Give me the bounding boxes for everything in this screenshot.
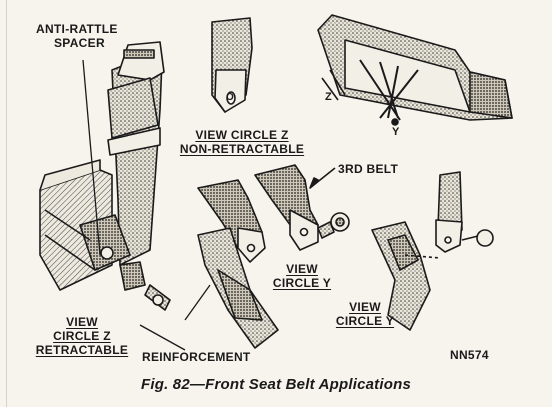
seat-frame-view (317, 14, 513, 126)
marker-circle-z: Z (325, 91, 333, 103)
label-view-circle-z-line1: VIEW CIRCLE Z (195, 128, 289, 142)
label-view-circle-y-right: VIEW CIRCLE Y (330, 300, 400, 328)
label-view-circle-z-nonretractable: VIEW CIRCLE Z NON-RETRACTABLE (172, 128, 312, 156)
label-anti-rattle-line2: SPACER (54, 36, 105, 50)
label-view-z-ret-line1: VIEW (66, 315, 98, 329)
figure-caption: Fig. 82—Front Seat Belt Applications (140, 376, 411, 393)
retractable-belt-assembly (39, 41, 171, 311)
leader-lines (82, 59, 211, 351)
marker-circle-y: Y (392, 126, 400, 138)
label-reinforcement: REINFORCEMENT (142, 350, 251, 364)
circle-y-right-assembly (371, 171, 494, 331)
label-anti-rattle-line1: ANTI-RATTLE (36, 22, 118, 36)
label-nonretractable-line2: NON-RETRACTABLE (179, 142, 305, 156)
label-view-y-right-line2: CIRCLE Y (335, 314, 395, 328)
buckle-detail-nonretractable (211, 17, 253, 113)
label-view-circle-z-retractable: VIEW CIRCLE Z RETRACTABLE (34, 315, 130, 357)
label-view-z-ret-line2: CIRCLE Z (53, 329, 111, 343)
scan-edge (6, 0, 7, 407)
label-view-y-center-line1: VIEW (286, 262, 318, 276)
label-view-y-center-line2: CIRCLE Y (272, 276, 332, 290)
label-view-y-right-line1: VIEW (349, 300, 381, 314)
circle-y-center-belt (197, 227, 279, 349)
label-view-z-ret-line3: RETRACTABLE (35, 343, 129, 357)
label-anti-rattle: ANTI-RATTLE SPACER (36, 22, 118, 50)
figure-number: NN574 (450, 348, 489, 362)
label-third-belt: 3RD BELT (338, 162, 399, 176)
third-belt-parts (197, 164, 350, 263)
marker-circle-o: O (226, 92, 235, 103)
label-view-circle-y-center: VIEW CIRCLE Y (270, 262, 334, 290)
